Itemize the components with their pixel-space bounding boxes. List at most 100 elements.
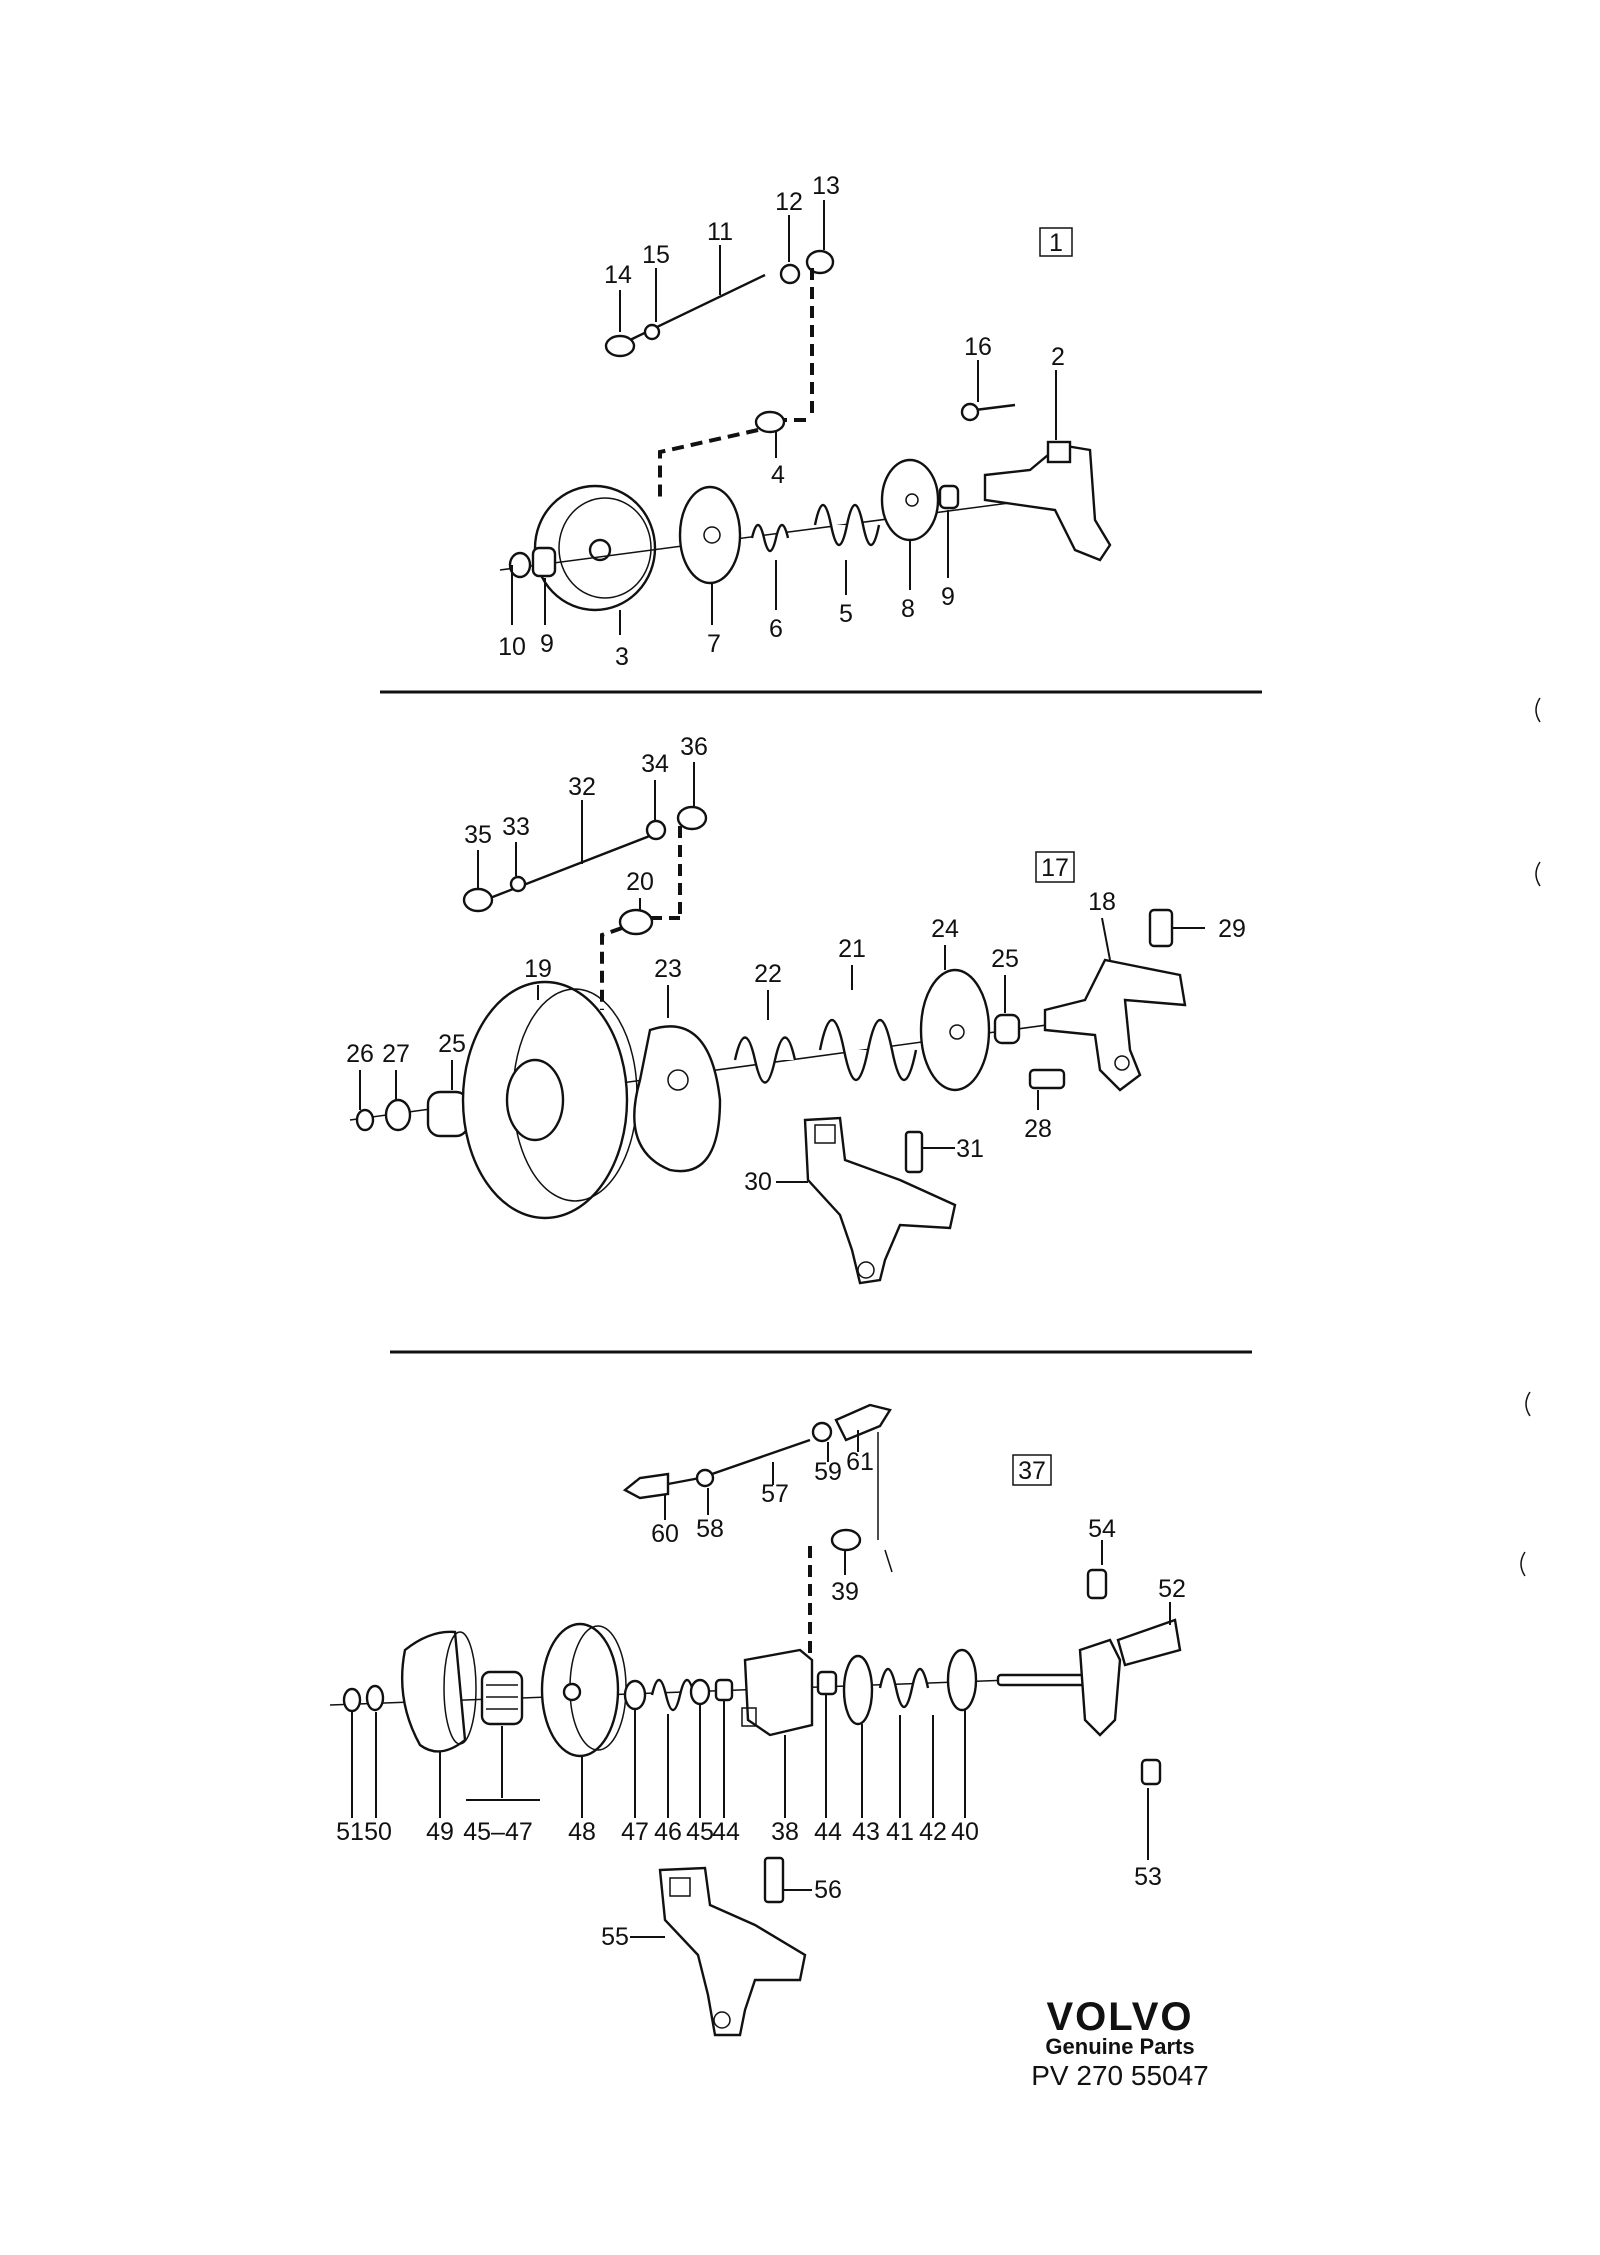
washer-part bbox=[508, 551, 532, 579]
callout-label: 10 bbox=[498, 633, 526, 661]
valve-port bbox=[741, 1707, 757, 1727]
bushing-part bbox=[531, 546, 557, 578]
mount-slot bbox=[814, 1124, 836, 1144]
brand-tagline: Genuine Parts bbox=[1045, 2034, 1194, 2059]
part-number: PV 270 55047 bbox=[1031, 2060, 1209, 2091]
large-spring-part bbox=[818, 1018, 918, 1082]
brand-logo: VOLVO bbox=[1046, 1995, 1193, 2039]
bolt-part bbox=[1140, 1758, 1162, 1786]
valve-body-part bbox=[743, 1648, 814, 1737]
small-spring-part bbox=[733, 1036, 797, 1084]
margin-mark bbox=[1520, 1551, 1526, 1577]
mount-hole bbox=[713, 2011, 731, 2029]
callout-label: 35 bbox=[464, 821, 492, 849]
ball-joint-part bbox=[676, 805, 708, 831]
nut-part bbox=[811, 1421, 833, 1443]
ball-stud-part bbox=[618, 908, 654, 936]
margin-mark bbox=[1535, 861, 1541, 887]
bolt-part bbox=[763, 1856, 785, 1904]
callout-label: 9 bbox=[941, 583, 955, 611]
cam-hole bbox=[949, 1024, 965, 1040]
washer-part bbox=[689, 1678, 711, 1706]
callout-label: 4 bbox=[771, 461, 785, 489]
plate-hole bbox=[667, 1069, 689, 1091]
nut-part bbox=[695, 1468, 715, 1488]
callout-label: 11 bbox=[707, 218, 733, 246]
washer-part bbox=[355, 1108, 375, 1132]
section-17-box-label: 17 bbox=[1041, 854, 1069, 882]
callout-label: 39 bbox=[831, 1578, 859, 1606]
lever-part bbox=[1078, 1638, 1122, 1737]
lever-arm-part bbox=[1116, 1618, 1182, 1667]
link-line bbox=[884, 1549, 893, 1573]
section-37-box-label: 37 bbox=[1018, 1457, 1046, 1485]
callout-label: 44 bbox=[712, 1818, 740, 1846]
callout-label: 33 bbox=[502, 813, 530, 841]
bracket-tab bbox=[1046, 440, 1072, 464]
ball-joint-part bbox=[805, 249, 835, 275]
nut-part bbox=[779, 263, 801, 285]
callout-label: 26 bbox=[346, 1040, 374, 1068]
washer-part bbox=[643, 323, 661, 341]
nut-part bbox=[645, 819, 667, 841]
callout-label: 46 bbox=[654, 1818, 682, 1846]
callout-label: 9 bbox=[540, 630, 554, 658]
bracket-part bbox=[1043, 958, 1187, 1092]
callout-label: 53 bbox=[1134, 1863, 1162, 1891]
bushing-part bbox=[938, 484, 960, 510]
mount-bracket-part bbox=[803, 1116, 957, 1285]
callout-label: 2 bbox=[1051, 343, 1065, 371]
callout-label: 36 bbox=[680, 733, 708, 761]
ball-stud-part bbox=[754, 410, 786, 434]
washer-part bbox=[365, 1684, 385, 1712]
section-17: 17 bbox=[346, 733, 1246, 1285]
housing-hub bbox=[588, 538, 612, 562]
cam-plate-part bbox=[919, 968, 991, 1092]
callout-label: 32 bbox=[568, 773, 596, 801]
mount-slot bbox=[669, 1877, 691, 1897]
rod-end-part bbox=[604, 334, 636, 358]
plate-part bbox=[678, 485, 742, 585]
spring-cup-part bbox=[480, 1670, 524, 1726]
callout-label: 21 bbox=[838, 935, 866, 963]
callout-label: 16 bbox=[964, 333, 992, 361]
large-spring-part bbox=[813, 503, 881, 547]
callout-label: 31 bbox=[956, 1135, 984, 1163]
rod-end-part bbox=[462, 887, 494, 913]
section-1-box-label: 1 bbox=[1049, 229, 1063, 257]
callout-label: 18 bbox=[1088, 888, 1116, 916]
housing-hub bbox=[505, 1058, 565, 1142]
callout-label: 52 bbox=[1158, 1575, 1186, 1603]
ball-joint-part bbox=[834, 1403, 892, 1442]
callout-label: 38 bbox=[771, 1818, 799, 1846]
plate-part bbox=[633, 1025, 722, 1173]
bolt-part bbox=[1028, 1068, 1066, 1090]
callout-label: 24 bbox=[931, 915, 959, 943]
housing-hub bbox=[562, 1682, 582, 1702]
callout-label: 3 bbox=[615, 643, 629, 671]
callout-label: 5 bbox=[839, 600, 853, 628]
callout-label: 41 bbox=[886, 1818, 914, 1846]
callout-label: 7 bbox=[707, 630, 721, 658]
ball-stud-part bbox=[830, 1528, 862, 1552]
callout-label: 22 bbox=[754, 960, 782, 988]
callout-label: 45 bbox=[686, 1818, 714, 1846]
callout-label: 58 bbox=[696, 1515, 724, 1543]
plate-hole bbox=[703, 526, 721, 544]
small-spring-part bbox=[750, 523, 790, 553]
rod-end-part bbox=[622, 1472, 670, 1500]
dashed-guide bbox=[600, 926, 623, 1010]
callout-label: 44 bbox=[814, 1818, 842, 1846]
spring-part bbox=[650, 1678, 696, 1712]
spring-coils bbox=[486, 1684, 518, 1710]
callout-label: 23 bbox=[654, 955, 682, 983]
cam-plate-part bbox=[842, 1654, 874, 1726]
callout-label: 25 bbox=[438, 1030, 466, 1058]
callout-label: 40 bbox=[951, 1818, 979, 1846]
callout-label: 30 bbox=[744, 1168, 772, 1196]
bushing-part bbox=[714, 1678, 734, 1702]
callout-label: 42 bbox=[919, 1818, 947, 1846]
cover-rim bbox=[443, 1631, 477, 1745]
section-37: 37 bbox=[329, 1403, 1186, 2037]
